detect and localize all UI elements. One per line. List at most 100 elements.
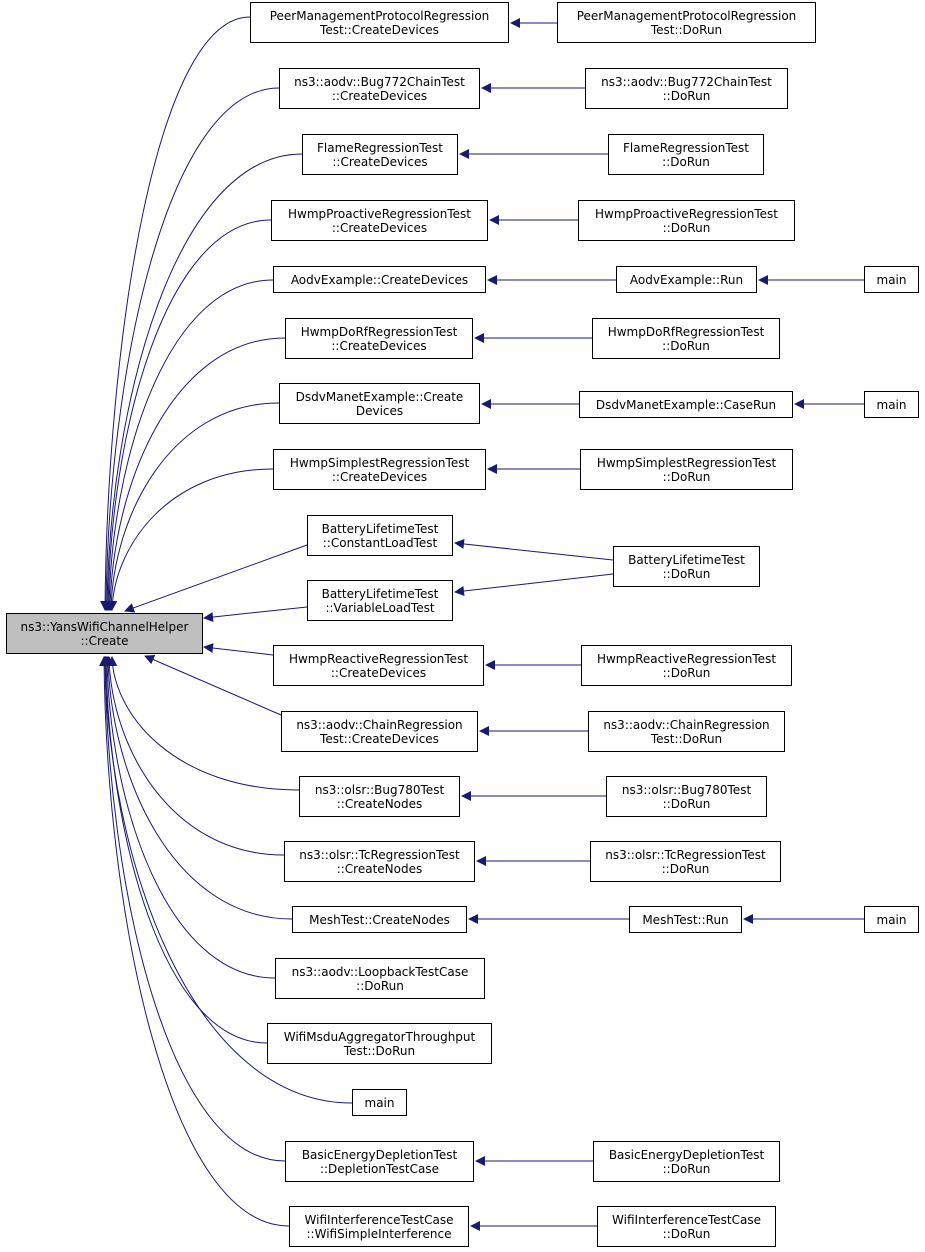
root-node-yanswifichannelhelper-create: ns3::YansWifiChannelHelper ::Create [6,613,203,654]
node-label: BasicEnergyDepletionTest ::DepletionTest… [301,1147,458,1176]
node-main-aodvexample[interactable]: main [864,266,919,293]
caller-node-aodvloopbacktestcase-dorun[interactable]: ns3::aodv::LoopbackTestCase ::DoRun [275,958,485,999]
edge-caller-3-to-root [103,219,272,611]
node-label: PeerManagementProtocolRegression Test::C… [269,8,490,37]
caller-node-dsdvmanetexample-createdevices[interactable]: DsdvManetExample::Create Devices [279,383,480,424]
node-label: MeshTest::CreateNodes [309,912,450,927]
node-label: BasicEnergyDepletionTest ::DoRun [608,1147,765,1176]
node-label: HwmpReactiveRegressionTest ::DoRun [596,651,777,680]
node-hwmpproactive-dorun[interactable]: HwmpProactiveRegressionTest ::DoRun [578,200,795,241]
node-aodvexample-run[interactable]: AodvExample::Run [616,266,757,293]
node-label: HwmpSimplestRegressionTest ::CreateDevic… [289,455,470,484]
caller-node-wifimsduaggregator-dorun[interactable]: WifiMsduAggregatorThroughput Test::DoRun [267,1023,492,1064]
node-label: BatteryLifetimeTest ::ConstantLoadTest [321,521,439,550]
caller-node-batterylifetime-constantloadtest[interactable]: BatteryLifetimeTest ::ConstantLoadTest [307,515,453,556]
node-label: ns3::aodv::Bug772ChainTest ::CreateDevic… [294,74,465,103]
node-peermanagement-dorun[interactable]: PeerManagementProtocolRegression Test::D… [557,2,816,43]
caller-node-main[interactable]: main [352,1089,407,1116]
node-label: BatteryLifetimeTest ::VariableLoadTest [321,586,439,615]
edge-caller-8-to-root [124,544,308,613]
edge-caller-12-to-root [107,656,300,791]
node-label: DsdvManetExample::CaseRun [595,397,777,412]
caller-node-hwmpdorf-createdevices[interactable]: HwmpDoRfRegressionTest ::CreateDevices [285,318,473,359]
edge-level2-9 [454,573,614,596]
node-main-meshtest[interactable]: main [864,906,919,933]
caller-node-bug772chaintest-createdevices[interactable]: ns3::aodv::Bug772ChainTest ::CreateDevic… [279,68,480,109]
node-aodvchainregression-dorun[interactable]: ns3::aodv::ChainRegression Test::DoRun [588,711,785,752]
node-olsrtcregression-dorun[interactable]: ns3::olsr::TcRegressionTest ::DoRun [590,841,781,882]
node-wifiinterference-dorun[interactable]: WifiInterferenceTestCase ::DoRun [597,1206,776,1247]
node-label: DsdvManetExample::Create Devices [295,389,464,418]
node-flameregressiontest-dorun[interactable]: FlameRegressionTest ::DoRun [608,134,764,175]
edge-caller-4-to-root [104,279,274,611]
caller-node-wifiinterference-wifisimpleinterference[interactable]: WifiInterferenceTestCase ::WifiSimpleInt… [289,1206,469,1247]
node-label: ns3::YansWifiChannelHelper ::Create [20,619,189,648]
node-label: ns3::olsr::Bug780Test ::CreateNodes [314,782,445,811]
edge-caller-2-to-root [102,153,303,611]
caller-node-hwmpreactive-createdevices[interactable]: HwmpReactiveRegressionTest ::CreateDevic… [273,645,484,686]
edge-caller-5-to-root [105,337,286,611]
caller-node-olsrbug780-createnodes[interactable]: ns3::olsr::Bug780Test ::CreateNodes [299,776,460,817]
edge-caller-10-to-root [203,643,274,656]
node-label: ns3::aodv::ChainRegression Test::DoRun [603,717,770,746]
caller-node-olsrtcregression-createnodes[interactable]: ns3::olsr::TcRegressionTest ::CreateNode… [284,841,475,882]
node-label: BatteryLifetimeTest ::DoRun [628,552,745,581]
caller-node-meshtest-createnodes[interactable]: MeshTest::CreateNodes [292,906,467,933]
caller-node-batterylifetime-variableloadtest[interactable]: BatteryLifetimeTest ::VariableLoadTest [307,580,453,621]
node-label: ns3::olsr::TcRegressionTest ::DoRun [605,847,766,876]
edge-caller-17-to-root [100,656,353,1104]
edge-caller-11-to-root [144,654,282,716]
node-label: PeerManagementProtocolRegression Test::D… [576,8,797,37]
node-main-dsdvmanet[interactable]: main [864,391,919,418]
node-label: main [364,1095,395,1110]
caller-node-basicenergydepletion-depletiontestcase[interactable]: BasicEnergyDepletionTest ::DepletionTest… [285,1141,474,1182]
node-label: HwmpDoRfRegressionTest ::CreateDevices [300,324,458,353]
node-label: main [876,397,907,412]
node-label: ns3::aodv::LoopbackTestCase ::DoRun [291,964,469,993]
node-label: AodvExample::CreateDevices [290,272,469,287]
node-bug772chaintest-dorun[interactable]: ns3::aodv::Bug772ChainTest ::DoRun [585,68,788,109]
node-label: ns3::aodv::Bug772ChainTest ::DoRun [601,74,772,103]
node-label: ns3::olsr::Bug780Test ::DoRun [621,782,752,811]
node-olsrbug780-dorun[interactable]: ns3::olsr::Bug780Test ::DoRun [606,776,767,817]
node-label: FlameRegressionTest ::CreateDevices [317,140,443,169]
edge-caller-18-to-root [100,656,286,1162]
edge-caller-7-to-root [107,468,274,611]
node-hwmpreactive-dorun[interactable]: HwmpReactiveRegressionTest ::DoRun [581,645,792,686]
edge-caller-15-to-root [102,656,276,979]
node-label: WifiInterferenceTestCase ::WifiSimpleInt… [304,1212,454,1241]
caller-node-peermanagement-createdevices[interactable]: PeerManagementProtocolRegression Test::C… [250,2,509,43]
caller-node-aodvexample-createdevices[interactable]: AodvExample::CreateDevices [273,266,486,293]
edge-caller-13-to-root [104,656,285,856]
node-label: WifiInterferenceTestCase ::DoRun [612,1212,761,1241]
node-dsdvmanetexample-caserun[interactable]: DsdvManetExample::CaseRun [579,391,793,418]
node-label: MeshTest::Run [642,912,729,927]
edge-level2-8 [454,538,614,561]
edge-caller-16-to-root [101,656,268,1044]
edge-caller-0-to-root [100,16,251,611]
node-meshtest-run[interactable]: MeshTest::Run [629,906,742,933]
node-hwmpdorf-dorun[interactable]: HwmpDoRfRegressionTest ::DoRun [592,318,780,359]
node-label: HwmpDoRfRegressionTest ::DoRun [607,324,765,353]
node-label: HwmpProactiveRegressionTest ::CreateDevi… [288,206,471,235]
node-label: ns3::olsr::TcRegressionTest ::CreateNode… [299,847,460,876]
node-batterylifetimetest-dorun[interactable]: BatteryLifetimeTest ::DoRun [613,546,760,587]
edge-caller-6-to-root [106,402,280,611]
node-label: FlameRegressionTest ::DoRun [623,140,749,169]
node-label: ns3::aodv::ChainRegression Test::CreateD… [296,717,463,746]
node-label: HwmpSimplestRegressionTest ::DoRun [596,455,777,484]
caller-node-hwmpproactive-createdevices[interactable]: HwmpProactiveRegressionTest ::CreateDevi… [271,200,488,241]
node-basicenergydepletion-dorun[interactable]: BasicEnergyDepletionTest ::DoRun [593,1141,780,1182]
edge-caller-1-to-root [101,87,280,611]
caller-node-hwmpsimplest-createdevices[interactable]: HwmpSimplestRegressionTest ::CreateDevic… [273,449,486,490]
node-label: HwmpProactiveRegressionTest ::DoRun [595,206,778,235]
node-label: HwmpReactiveRegressionTest ::CreateDevic… [288,651,469,680]
caller-node-aodvchainregression-createdevices[interactable]: ns3::aodv::ChainRegression Test::CreateD… [281,711,478,752]
node-label: main [876,912,907,927]
edge-caller-9-to-root [203,606,308,623]
node-label: main [876,272,907,287]
caller-node-flameregressiontest-createdevices[interactable]: FlameRegressionTest ::CreateDevices [302,134,458,175]
edge-caller-14-to-root [103,656,293,920]
node-hwmpsimplest-dorun[interactable]: HwmpSimplestRegressionTest ::DoRun [580,449,793,490]
